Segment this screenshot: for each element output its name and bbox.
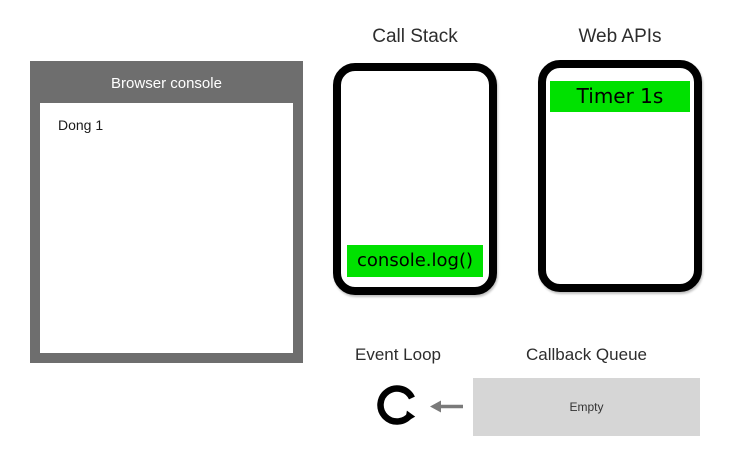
web-apis-box: Timer 1s	[538, 60, 702, 292]
callback-queue-box: Empty	[473, 378, 700, 436]
callback-queue-status: Empty	[569, 400, 604, 414]
call-stack-frame: console.log()	[347, 245, 483, 277]
web-api-item: Timer 1s	[550, 81, 690, 112]
event-loop-title: Event Loop	[354, 345, 441, 364]
browser-console-output: Dong 1	[40, 103, 293, 353]
call-stack-box: console.log()	[333, 63, 497, 295]
call-stack-title: Call Stack	[372, 26, 458, 47]
browser-console-title: Browser console	[111, 75, 222, 92]
left-arrow-icon	[429, 399, 465, 414]
console-log-line: Dong 1	[58, 117, 104, 133]
callback-queue-title: Callback Queue	[526, 345, 647, 364]
web-apis-title: Web APIs	[578, 26, 662, 47]
clockwise-loop-arrow-icon	[373, 381, 421, 429]
browser-console-window: Browser console Dong 1	[30, 61, 303, 363]
